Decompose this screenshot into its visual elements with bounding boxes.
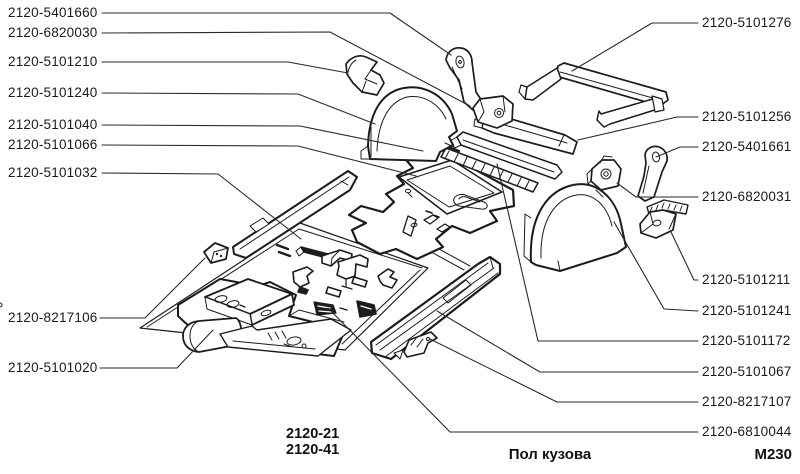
belt-anchor-strap-left: [445, 47, 483, 111]
arch-bracket-left: [345, 54, 385, 96]
model-code: 2120-41: [286, 442, 340, 458]
leader-lines-group: [99, 12, 699, 433]
model-code: 2120-21: [286, 426, 340, 442]
leader-line: [101, 144, 417, 177]
leader-line: [101, 124, 424, 152]
sheet-code: М230: [754, 446, 792, 463]
rear-floor-frame: [518, 62, 669, 128]
belt-anchor-strap-right: [637, 145, 669, 202]
leader-line: [429, 338, 699, 403]
clip-bracket-left: [203, 242, 229, 264]
leader-line: [99, 257, 206, 319]
belt-bracket-right: [586, 155, 622, 191]
floor-reinforcement-strip: [440, 147, 539, 193]
leader-line: [99, 329, 214, 369]
leader-line: [571, 22, 699, 72]
diagram-title: Пол кузова: [508, 446, 592, 463]
leader-line: [101, 31, 471, 107]
left-wheel-arch: [360, 86, 458, 162]
leader-line: [616, 182, 699, 198]
jack-support-part: [313, 301, 337, 316]
leader-line: [655, 146, 699, 158]
leader-line: [613, 221, 699, 312]
leader-line: [577, 116, 699, 141]
leader-line: [496, 163, 699, 342]
leader-line: [101, 61, 349, 74]
rocker-sill-panel: [369, 255, 502, 361]
leader-line: [101, 12, 452, 56]
arch-bracket-right: [639, 199, 689, 239]
small-bracket-cluster: [0, 243, 398, 318]
rear-floor-panel: [347, 144, 516, 261]
leader-line: [327, 307, 699, 433]
rear-side-rail: [232, 170, 358, 259]
leader-line: [101, 172, 302, 240]
leader-line: [101, 92, 376, 125]
belt-bracket-left: [472, 95, 514, 129]
leader-line: [670, 231, 699, 281]
right-wheel-arch: [523, 183, 627, 272]
leader-line: [436, 310, 699, 373]
floor-extension-panel: [219, 318, 352, 357]
